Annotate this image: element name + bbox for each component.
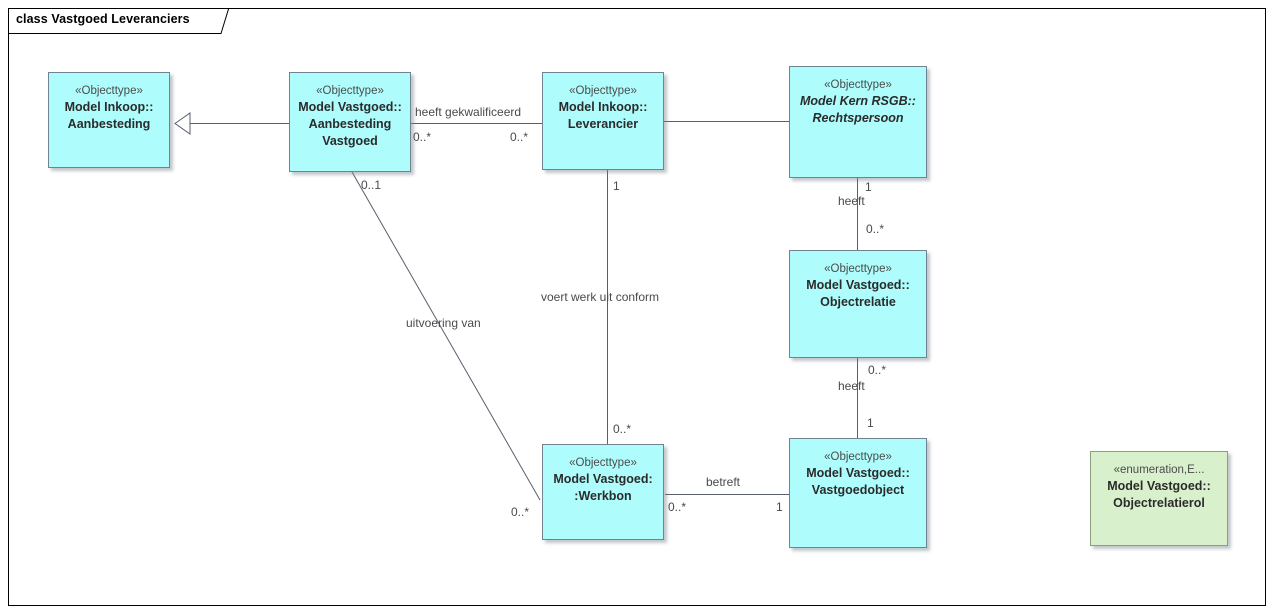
edge-label-voert-werk-uit-conform: voert werk uit conform: [541, 290, 660, 304]
class-name-line1: Model Vastgoed::: [1107, 479, 1211, 493]
diagram-title: class Vastgoed Leveranciers: [16, 12, 190, 26]
class-name-line2: Aanbesteding: [308, 117, 392, 131]
class-name-line2: Aanbesteding: [67, 117, 151, 131]
class-name-line1: Model Vastgoed::: [806, 466, 910, 480]
class-name-line1: Model Kern RSGB::: [800, 94, 916, 108]
connector-gen-aanbesteding: [189, 123, 289, 124]
edge-label-heeft-rechtspersoon-objectrelatie: heeft: [838, 194, 865, 208]
class-name-line2: Vastgoedobject: [811, 483, 905, 497]
class-box-objectrelatie[interactable]: «Objecttype» Model Vastgoed:: Objectrela…: [789, 250, 927, 358]
diagram-frame-tab-corner-icon: [207, 8, 229, 34]
mult-voert-werk-uit-conform-target: 0..*: [613, 422, 632, 436]
class-stereotype: «Objecttype»: [569, 85, 637, 97]
class-stereotype: «Objecttype»: [75, 85, 143, 97]
class-stereotype: «enumeration,E...: [1113, 464, 1205, 476]
diagram-frame: [8, 8, 1266, 606]
mult-betreft-target: 1: [776, 500, 783, 514]
mult-betreft-source: 0..*: [668, 500, 687, 514]
class-box-aanbesteding[interactable]: «Objecttype» Model Inkoop:: Aanbesteding: [48, 72, 170, 168]
mult-voert-werk-uit-conform-source: 1: [613, 179, 620, 193]
class-name-line2: Objectrelatie: [820, 295, 896, 309]
class-name-line2: Rechtspersoon: [812, 111, 904, 125]
class-name-line1: Model Inkoop::: [558, 100, 648, 114]
edge-label-uitvoering-van: uitvoering van: [406, 316, 481, 330]
edge-label-heeft-objectrelatie-vastgoedobject: heeft: [838, 379, 865, 393]
mult-heeft-gekwalificeerd-target: 0..*: [510, 130, 529, 144]
class-name-line2: Leverancier: [567, 117, 639, 131]
connector-heeft-gekwalificeerd: [410, 123, 542, 124]
connector-gen-rechtspersoon: [664, 121, 790, 122]
class-box-leverancier[interactable]: «Objecttype» Model Inkoop:: Leverancier: [542, 72, 664, 170]
class-box-vastgoedobject[interactable]: «Objecttype» Model Vastgoed:: Vastgoedob…: [789, 438, 927, 548]
class-stereotype: «Objecttype»: [569, 457, 637, 469]
class-box-objectrelatierol[interactable]: «enumeration,E... Model Vastgoed:: Objec…: [1090, 451, 1228, 546]
class-name-line1: Model Vastgoed::: [298, 100, 402, 114]
mult-uitvoering-van-source: 0..1: [361, 178, 382, 192]
connector-voert-werk-uit-conform: [607, 170, 608, 444]
class-name-line3: Vastgoed: [322, 134, 378, 148]
class-box-aanbesteding-vastgoed[interactable]: «Objecttype» Model Vastgoed:: Aanbestedi…: [289, 72, 411, 172]
connector-heeft-objectrelatie-vastgoedobject: [857, 358, 858, 438]
class-stereotype: «Objecttype»: [316, 85, 384, 97]
connector-betreft: [665, 494, 790, 495]
class-name-line1: Model Inkoop::: [64, 100, 154, 114]
mult-heeft-objectrelatie-source: 0..*: [868, 363, 887, 377]
class-box-werkbon[interactable]: «Objecttype» Model Vastgoed: :Werkbon: [542, 444, 664, 540]
class-box-rechtspersoon[interactable]: «Objecttype» Model Kern RSGB:: Rechtsper…: [789, 66, 927, 178]
class-stereotype: «Objecttype»: [824, 79, 892, 91]
connector-heeft-rechtspersoon-objectrelatie: [857, 178, 858, 250]
edge-label-heeft-gekwalificeerd: heeft gekwalificeerd: [415, 105, 522, 119]
class-name-line1: Model Vastgoed::: [806, 278, 910, 292]
mult-heeft-rechtspersoon-target: 0..*: [866, 222, 885, 236]
class-name-line2: Objectrelatierol: [1113, 496, 1205, 510]
mult-heeft-rechtspersoon-source: 1: [865, 180, 872, 194]
class-name-line1: Model Vastgoed:: [553, 472, 653, 486]
mult-uitvoering-van-target: 0..*: [511, 505, 530, 519]
mult-heeft-objectrelatie-target: 1: [867, 416, 874, 430]
generalization-arrowhead-left-icon: [174, 112, 191, 140]
edge-label-betreft: betreft: [706, 475, 741, 489]
class-name-line2: :Werkbon: [574, 489, 632, 503]
class-stereotype: «Objecttype»: [824, 451, 892, 463]
mult-heeft-gekwalificeerd-source: 0..*: [413, 130, 432, 144]
class-stereotype: «Objecttype»: [824, 263, 892, 275]
diagram-frame-tab: [8, 8, 208, 34]
